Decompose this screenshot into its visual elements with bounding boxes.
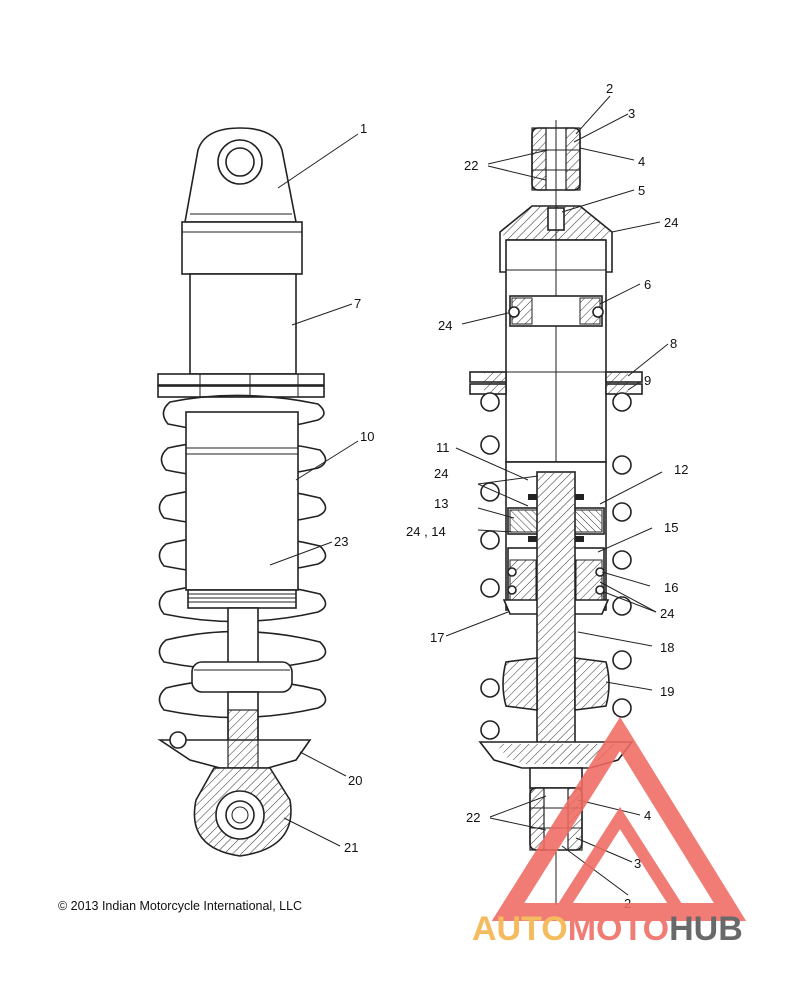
exterior-view (157, 127, 327, 857)
top-eyelet-bore (225, 147, 255, 177)
section-view (469, 120, 643, 905)
watermark-moto: MOTO (568, 910, 669, 948)
watermark-text: AUTOMOTOHUB (472, 910, 743, 948)
callout-17: 17 (430, 630, 444, 645)
spring-collar-top (157, 373, 325, 386)
callout-15: 15 (664, 520, 678, 535)
callout-16: 16 (664, 580, 678, 595)
callout-21: 21 (344, 840, 358, 855)
callout-5: 5 (638, 183, 645, 198)
watermark-triangle-icon (491, 716, 747, 921)
callout-4-top: 4 (638, 154, 645, 169)
callout-labels: 1 7 10 23 20 21 2 3 22 4 5 24 6 24 8 9 1… (334, 81, 688, 911)
section-bottom-neck (529, 767, 583, 789)
copyright-notice: © 2013 Indian Motorcycle International, … (58, 899, 302, 913)
callout-12: 12 (674, 462, 688, 477)
watermark-hub: HUB (669, 910, 743, 948)
callout-3-bot: 3 (634, 856, 641, 871)
callout-24-14: 24 , 14 (406, 524, 446, 539)
spring-collar-bottom (157, 385, 325, 398)
callout-24-b: 24 (438, 318, 452, 333)
callout-24-c: 24 (434, 466, 448, 481)
callout-10: 10 (360, 429, 374, 444)
callout-23: 23 (334, 534, 348, 549)
callout-4-bot: 4 (644, 808, 651, 823)
damper-body (185, 411, 299, 591)
callout-8: 8 (670, 336, 677, 351)
callout-9: 9 (644, 373, 651, 388)
callout-11: 11 (436, 440, 450, 455)
callout-20: 20 (348, 773, 362, 788)
callout-1: 1 (360, 121, 367, 136)
callout-7: 7 (354, 296, 361, 311)
bump-stop (191, 661, 293, 693)
callout-24-d: 24 (660, 606, 674, 621)
watermark-auto: AUTO (472, 910, 568, 948)
callout-13: 13 (434, 496, 448, 511)
callout-24-a: 24 (664, 215, 678, 230)
callout-22-top: 22 (464, 158, 478, 173)
callout-22-bot: 22 (466, 810, 480, 825)
watermark-logo: AUTOMOTOHUB (472, 716, 747, 948)
callout-18: 18 (660, 640, 674, 655)
body-tube (189, 273, 297, 375)
callout-19: 19 (660, 684, 674, 699)
callout-3-top: 3 (628, 106, 635, 121)
piston-shaft (227, 607, 259, 664)
cap-band (181, 221, 303, 275)
callout-2-top: 2 (606, 81, 613, 96)
adjuster-thread (187, 589, 297, 609)
callout-6: 6 (644, 277, 651, 292)
leader-lines (269, 95, 669, 896)
